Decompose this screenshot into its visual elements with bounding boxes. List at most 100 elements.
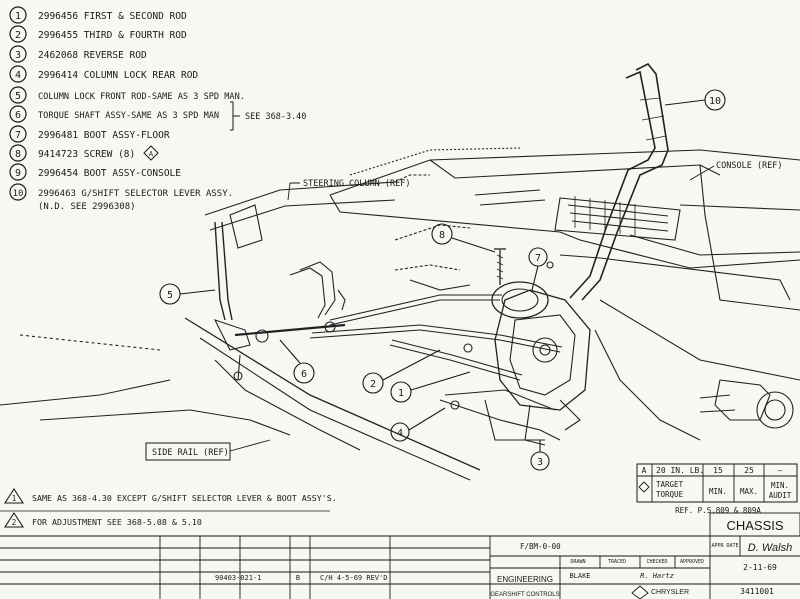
svg-text:2: 2: [15, 30, 21, 41]
callout-1: 1: [390, 371, 471, 403]
parts-list-item: 1 2996456 FIRST & SECOND ROD: [9, 6, 187, 24]
parts-list-item: 2 2996455 THIRD & FOURTH ROD: [9, 25, 187, 43]
callout-4: 4: [390, 407, 446, 442]
parts-list-item: 7 2996481 BOOT ASSY-FLOOR: [9, 125, 170, 143]
svg-text:TORQUE SHAFT ASSY-SAME AS 3 SP: TORQUE SHAFT ASSY-SAME AS 3 SPD MAN: [38, 111, 219, 121]
note-2: FOR ADJUSTMENT SEE 368-5.08 & 5.10: [32, 517, 202, 527]
assembly-illustration: [0, 62, 800, 481]
chrysler-logo-text: CHRYSLER: [651, 589, 689, 596]
parts-list: 1 2996456 FIRST & SECOND ROD 2 2996455 T…: [9, 6, 306, 212]
callout-3: 3: [530, 440, 550, 471]
callout-7: 7: [528, 247, 548, 291]
callout-balloons: 10 8 7 5 6 2 1: [159, 89, 726, 471]
steering-column-label: STEERING COLUMN (REF): [303, 179, 410, 189]
svg-text:1: 1: [15, 11, 21, 22]
svg-text:10: 10: [13, 189, 24, 199]
svg-text:9: 9: [15, 168, 21, 179]
svg-text:3: 3: [537, 457, 543, 468]
svg-text:2996481 BOOT ASSY-FLOOR: 2996481 BOOT ASSY-FLOOR: [38, 130, 170, 141]
side-rail-label: SIDE RAIL (REF): [152, 448, 229, 458]
svg-text:TORQUE: TORQUE: [656, 490, 684, 499]
svg-text:2: 2: [370, 379, 376, 390]
svg-text:B: B: [296, 574, 300, 582]
svg-text:1: 1: [398, 388, 404, 399]
svg-text:7: 7: [535, 253, 541, 264]
sheet-number: 3411001: [740, 587, 774, 596]
svg-text:CHECKED: CHECKED: [646, 559, 667, 565]
drawn-by: BLAKE: [569, 572, 590, 580]
checked-by: R. Hartz: [640, 572, 674, 580]
approval-date: 2-11-69: [743, 563, 777, 572]
callout-5: 5: [159, 283, 216, 305]
svg-text:AUDIT: AUDIT: [769, 491, 792, 500]
drawing-number: 90403-021-1: [215, 574, 261, 582]
svg-text:8: 8: [439, 230, 445, 241]
callout-8: 8: [431, 223, 496, 253]
parts-list-item: 3 2462068 REVERSE ROD: [9, 45, 147, 63]
reference-labels: STEERING COLUMN (REF) CONSOLE (REF) SIDE…: [145, 161, 783, 461]
torque-table: A 20 IN. LB. 15 25 — TARGET TORQUE MIN. …: [636, 463, 798, 515]
parts-list-item: 5 COLUMN LOCK FRONT ROD-SAME AS 3 SPD MA…: [9, 86, 245, 104]
svg-text:2996455 THIRD & FOURTH ROD: 2996455 THIRD & FOURTH ROD: [38, 30, 187, 41]
fig-number: F/BM-0-00: [520, 542, 561, 551]
svg-text:A: A: [149, 150, 154, 158]
see-note: SEE 368-3.40: [245, 112, 306, 122]
svg-text:20 IN. LB.: 20 IN. LB.: [656, 466, 704, 475]
side-rail-label-box: [145, 442, 231, 461]
drawing-notes: 1 SAME AS 368-4.30 EXCEPT G/SHIFT SELECT…: [0, 487, 337, 528]
svg-text:2462068 REVERSE ROD: 2462068 REVERSE ROD: [38, 50, 147, 61]
engineering-label: ENGINEERING: [497, 575, 553, 584]
svg-text:4: 4: [397, 428, 403, 439]
svg-text:15: 15: [713, 466, 723, 475]
parts-list-item: 9 2996454 BOOT ASSY-CONSOLE: [9, 163, 181, 181]
parts-list-item: 10 2996463 G/SHIFT SELECTOR LEVER ASSY. …: [9, 183, 233, 212]
svg-text:2996414 COLUMN LOCK REAR ROD: 2996414 COLUMN LOCK REAR ROD: [38, 70, 198, 81]
svg-text:5: 5: [167, 290, 173, 301]
svg-text:APPROVED: APPROVED: [680, 559, 704, 565]
parts-list-item: 6 TORQUE SHAFT ASSY-SAME AS 3 SPD MAN: [9, 105, 219, 123]
svg-text:10: 10: [709, 96, 721, 107]
svg-text:1: 1: [12, 494, 17, 503]
svg-text:9414723 SCREW (8): 9414723 SCREW (8): [38, 149, 135, 160]
svg-text:25: 25: [744, 466, 754, 475]
svg-text:4: 4: [15, 70, 21, 81]
callout-6: 6: [279, 339, 315, 384]
svg-text:2996463 G/SHIFT SELECTOR LEVER: 2996463 G/SHIFT SELECTOR LEVER ASSY.: [38, 189, 233, 199]
pentastar-logo: [631, 585, 649, 599]
svg-text:2996456 FIRST & SECOND ROD: 2996456 FIRST & SECOND ROD: [38, 11, 187, 22]
svg-text:TARGET: TARGET: [656, 480, 684, 489]
svg-text:2996454 BOOT ASSY-CONSOLE: 2996454 BOOT ASSY-CONSOLE: [38, 168, 181, 179]
svg-text:MIN.: MIN.: [709, 487, 727, 496]
svg-text:MAX.: MAX.: [740, 487, 758, 496]
approval-signature: D. Walsh: [748, 542, 792, 554]
title-block: CHASSIS F/BM-0-00 90403-021-1 B C/H 4-5-…: [0, 512, 800, 599]
svg-text:6: 6: [15, 110, 21, 121]
console-label: CONSOLE (REF): [716, 161, 783, 171]
note-1: SAME AS 368-4.30 EXCEPT G/SHIFT SELECTOR…: [32, 493, 337, 503]
parts-list-item: 8 9414723 SCREW (8) A: [9, 144, 159, 162]
svg-text:2: 2: [12, 518, 17, 527]
svg-text:(N.D. SEE 2996308): (N.D. SEE 2996308): [38, 202, 136, 212]
torque-ref: REF. P.S.809 & 809A: [675, 506, 761, 515]
callout-10: 10: [664, 89, 726, 111]
svg-text:COLUMN LOCK FRONT ROD-SAME AS: COLUMN LOCK FRONT ROD-SAME AS 3 SPD MAN.: [38, 92, 245, 102]
svg-text:8: 8: [15, 149, 21, 160]
svg-text:7: 7: [15, 130, 21, 141]
diamond-symbol: [143, 145, 159, 161]
svg-text:A: A: [642, 466, 647, 475]
callout-2: 2: [362, 349, 441, 394]
svg-text:APPR DATE: APPR DATE: [711, 543, 738, 549]
revision-text: C/H 4-5-69 REV'D: [320, 574, 387, 582]
parts-list-item: 4 2996414 COLUMN LOCK REAR ROD: [9, 65, 198, 83]
svg-text:3: 3: [15, 50, 21, 61]
svg-text:TRACED: TRACED: [608, 559, 626, 565]
svg-text:MIN.: MIN.: [771, 481, 789, 490]
svg-text:6: 6: [301, 369, 307, 380]
gearshift-controls-label: GEARSHIFT CONTROLS: [490, 592, 559, 598]
svg-text:5: 5: [15, 91, 21, 102]
chassis-title: CHASSIS: [726, 518, 783, 533]
svg-text:—: —: [778, 466, 783, 475]
svg-text:DRAWN: DRAWN: [570, 559, 585, 565]
